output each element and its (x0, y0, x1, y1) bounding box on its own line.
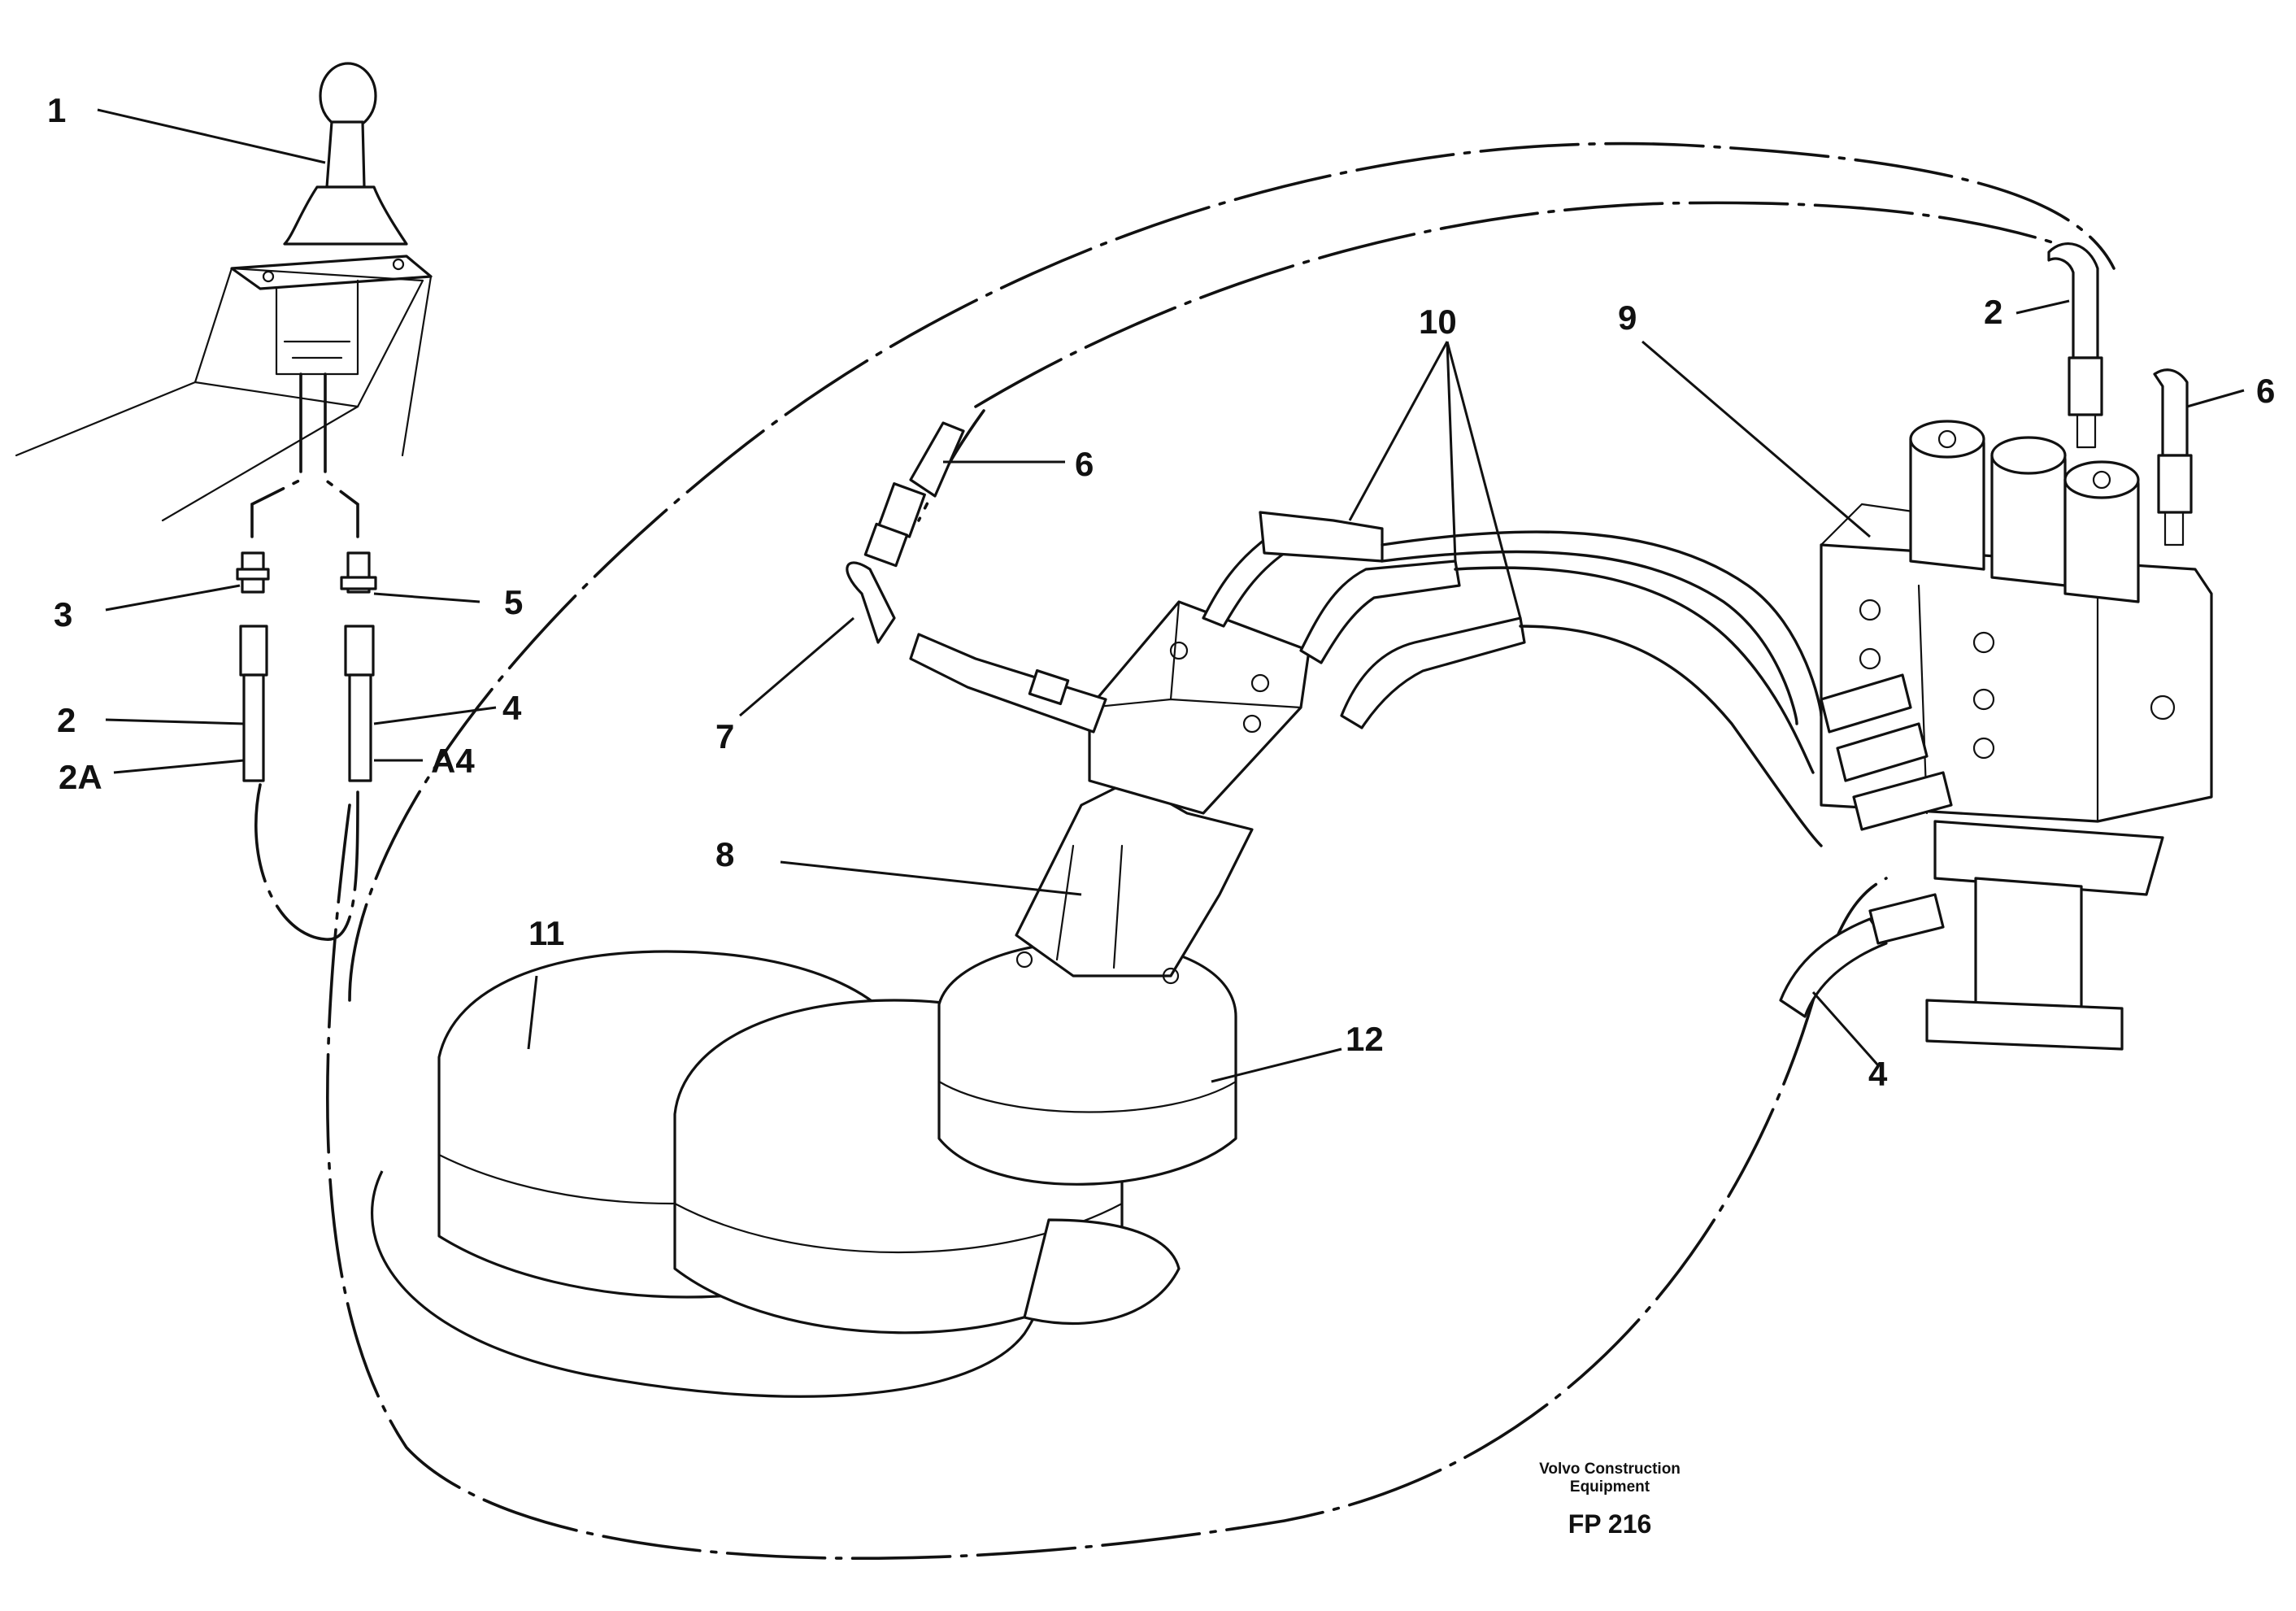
joystick-console (194, 267, 424, 408)
hose-loop-upper (348, 142, 2116, 1002)
motor-assembly (371, 421, 1823, 1398)
callout-6-mid: 6 (1075, 445, 1094, 483)
leader-lines (97, 108, 2245, 1083)
callout-5: 5 (504, 583, 523, 621)
maker-line-2: Equipment (1570, 1478, 1650, 1496)
callout-2-left: 2 (57, 701, 76, 739)
callout-2-right: 2 (1984, 293, 2002, 331)
valve-block-assembly (1779, 242, 2213, 1051)
callout-10: 10 (1419, 303, 1457, 341)
hose-10-c (1340, 616, 1526, 729)
callout-1: 1 (47, 91, 66, 129)
joystick-knob (319, 62, 377, 130)
callout-9: 9 (1618, 298, 1637, 337)
callout-7: 7 (715, 717, 734, 755)
callout-4-right: 4 (1868, 1055, 1888, 1093)
callout-6-right: 6 (2256, 372, 2275, 410)
valve-fitting-b (1836, 722, 1929, 782)
hose-loop-outer (326, 803, 1888, 1561)
hose-4-right (1779, 917, 1888, 1018)
valve-fitting-a (1820, 673, 1912, 734)
joystick-assembly (15, 62, 433, 782)
callout-4-left: 4 (502, 689, 522, 727)
joystick-lever (325, 120, 366, 189)
hose-4-left (344, 625, 375, 677)
callout-2a: 2A (59, 758, 102, 796)
callout-11: 11 (528, 914, 564, 952)
figure-code: FP 216 (1568, 1509, 1652, 1539)
elbow-fitting-7 (846, 561, 896, 644)
joystick-body (275, 279, 359, 376)
callout-3: 3 (54, 595, 72, 634)
footer: Volvo Construction Equipment FP 216 (1539, 1461, 1681, 1539)
hose-2-left (239, 625, 268, 677)
hose-6-right (2153, 368, 2189, 457)
callout-a4: A4 (431, 742, 475, 780)
callouts: 1 3 5 2 2A 4 A4 6 7 8 10 9 2 6 11 12 4 (47, 91, 2275, 1093)
callout-12: 12 (1346, 1020, 1384, 1058)
manifold-block (1088, 600, 1311, 815)
valve-stand (1933, 820, 2164, 896)
callout-8: 8 (715, 835, 734, 873)
hose-joystick-loop (254, 783, 359, 941)
hose-10-b (1299, 559, 1461, 664)
motor-12 (937, 940, 1237, 1186)
maker-line-1: Volvo Construction (1539, 1461, 1681, 1478)
swivel-elbow-8 (1015, 779, 1254, 977)
joystick-boot (283, 185, 408, 246)
hose-loop-upper-inner (974, 201, 2083, 408)
hose-2-right (2047, 242, 2099, 359)
valve-fitting-c (1852, 771, 1953, 831)
hose-6-mid (909, 421, 965, 498)
hose-routing (254, 142, 2116, 1561)
